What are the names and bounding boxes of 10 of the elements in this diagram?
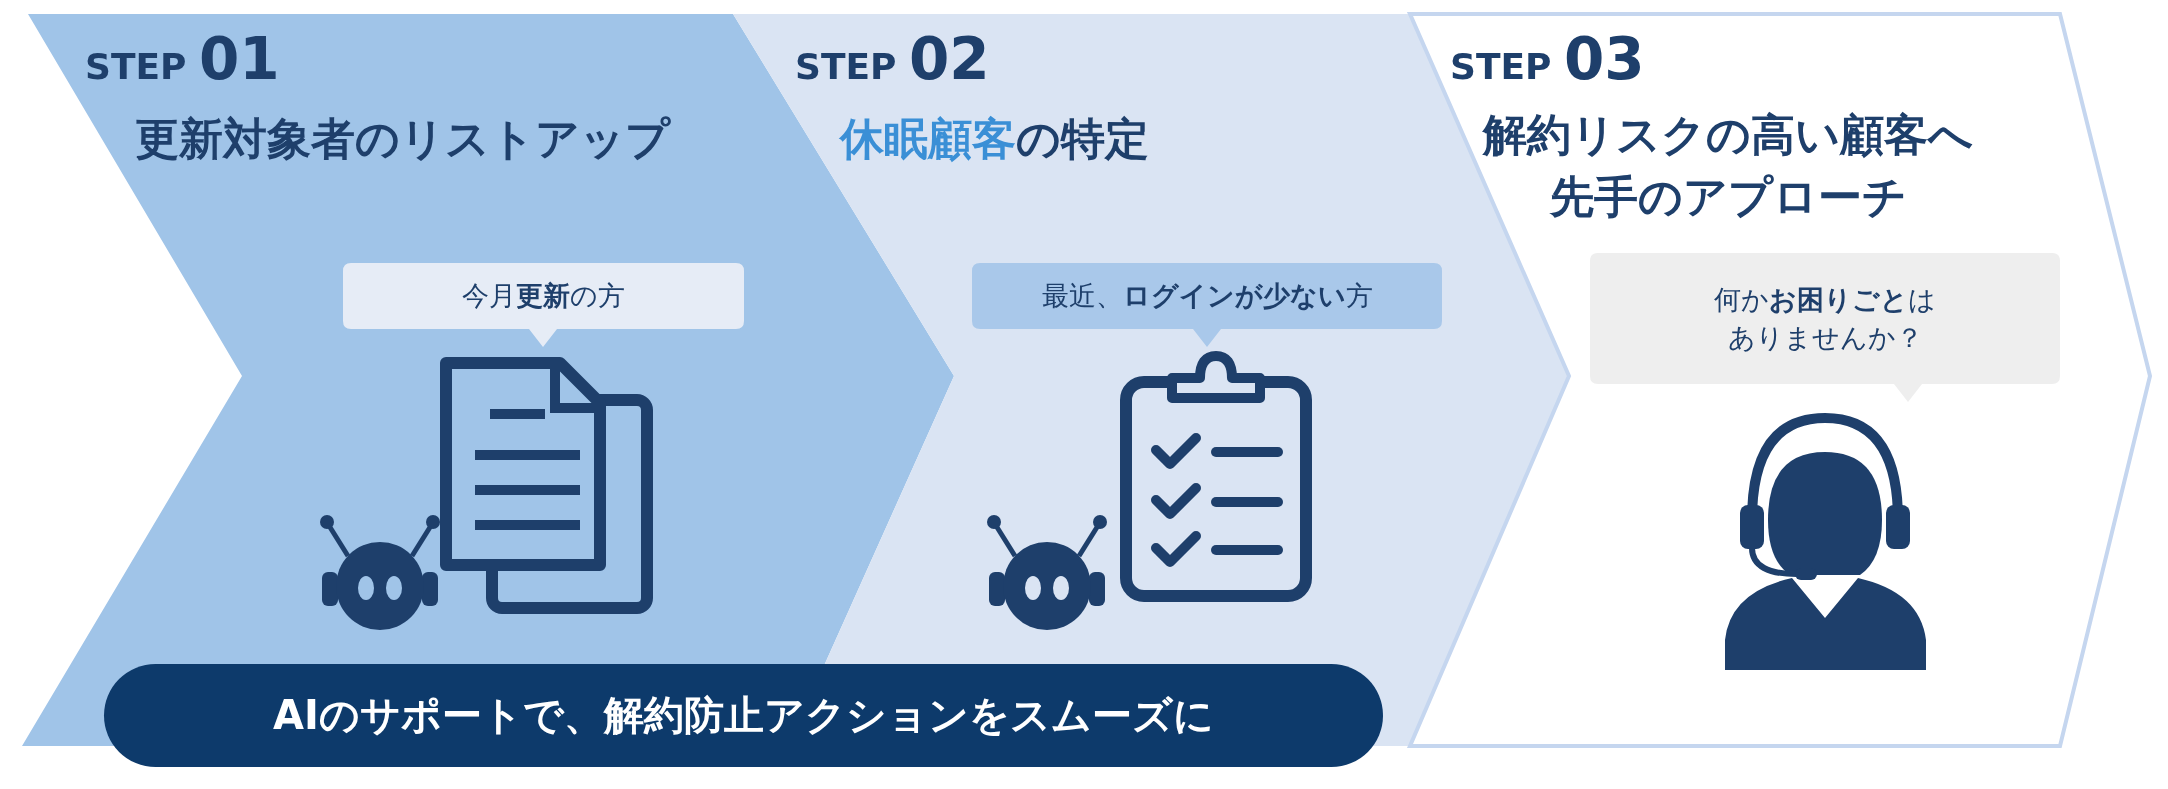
bubble-text: 今月更新の方	[462, 279, 625, 313]
banner-pill: AIのサポートで、解約防止アクションをスムーズに	[104, 664, 1383, 767]
bubble-text: 最近、ログインが少ない方	[1041, 279, 1373, 313]
step-label: STEP 01	[85, 28, 280, 92]
step-title: 更新対象者のリストアップ	[135, 112, 672, 166]
step-label: STEP 03	[1450, 28, 1645, 92]
bubble-text: 何かお困りごとはありませんか？	[1713, 282, 1937, 355]
step-title: 解約リスクの高い顧客へ先手のアプローチ	[1481, 108, 1974, 224]
step-title: 休眠顧客の特定	[840, 112, 1150, 166]
step-label: STEP 02	[795, 28, 990, 92]
